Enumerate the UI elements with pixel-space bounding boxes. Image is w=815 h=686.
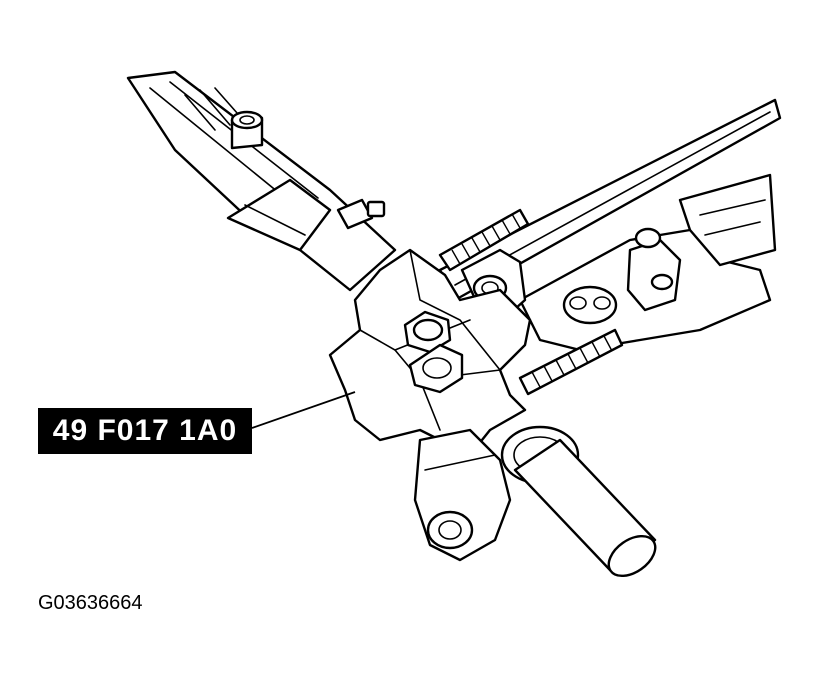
tool-threaded-rod-upper: [438, 208, 530, 272]
tool-number-label: 49 F017 1A0: [38, 408, 252, 454]
lower-joint: [413, 428, 512, 562]
rack-housing: [126, 70, 397, 292]
figure-code: G03636664: [38, 592, 143, 614]
callout-leader-line: [251, 391, 356, 429]
tool-threaded-rod-lower: [518, 328, 624, 396]
steering-shaft-lower: [500, 425, 657, 578]
special-tool-body: [328, 248, 532, 457]
bleeder-fitting: [336, 198, 386, 230]
mounting-boss: [230, 110, 264, 150]
gear-housing: [518, 173, 777, 352]
